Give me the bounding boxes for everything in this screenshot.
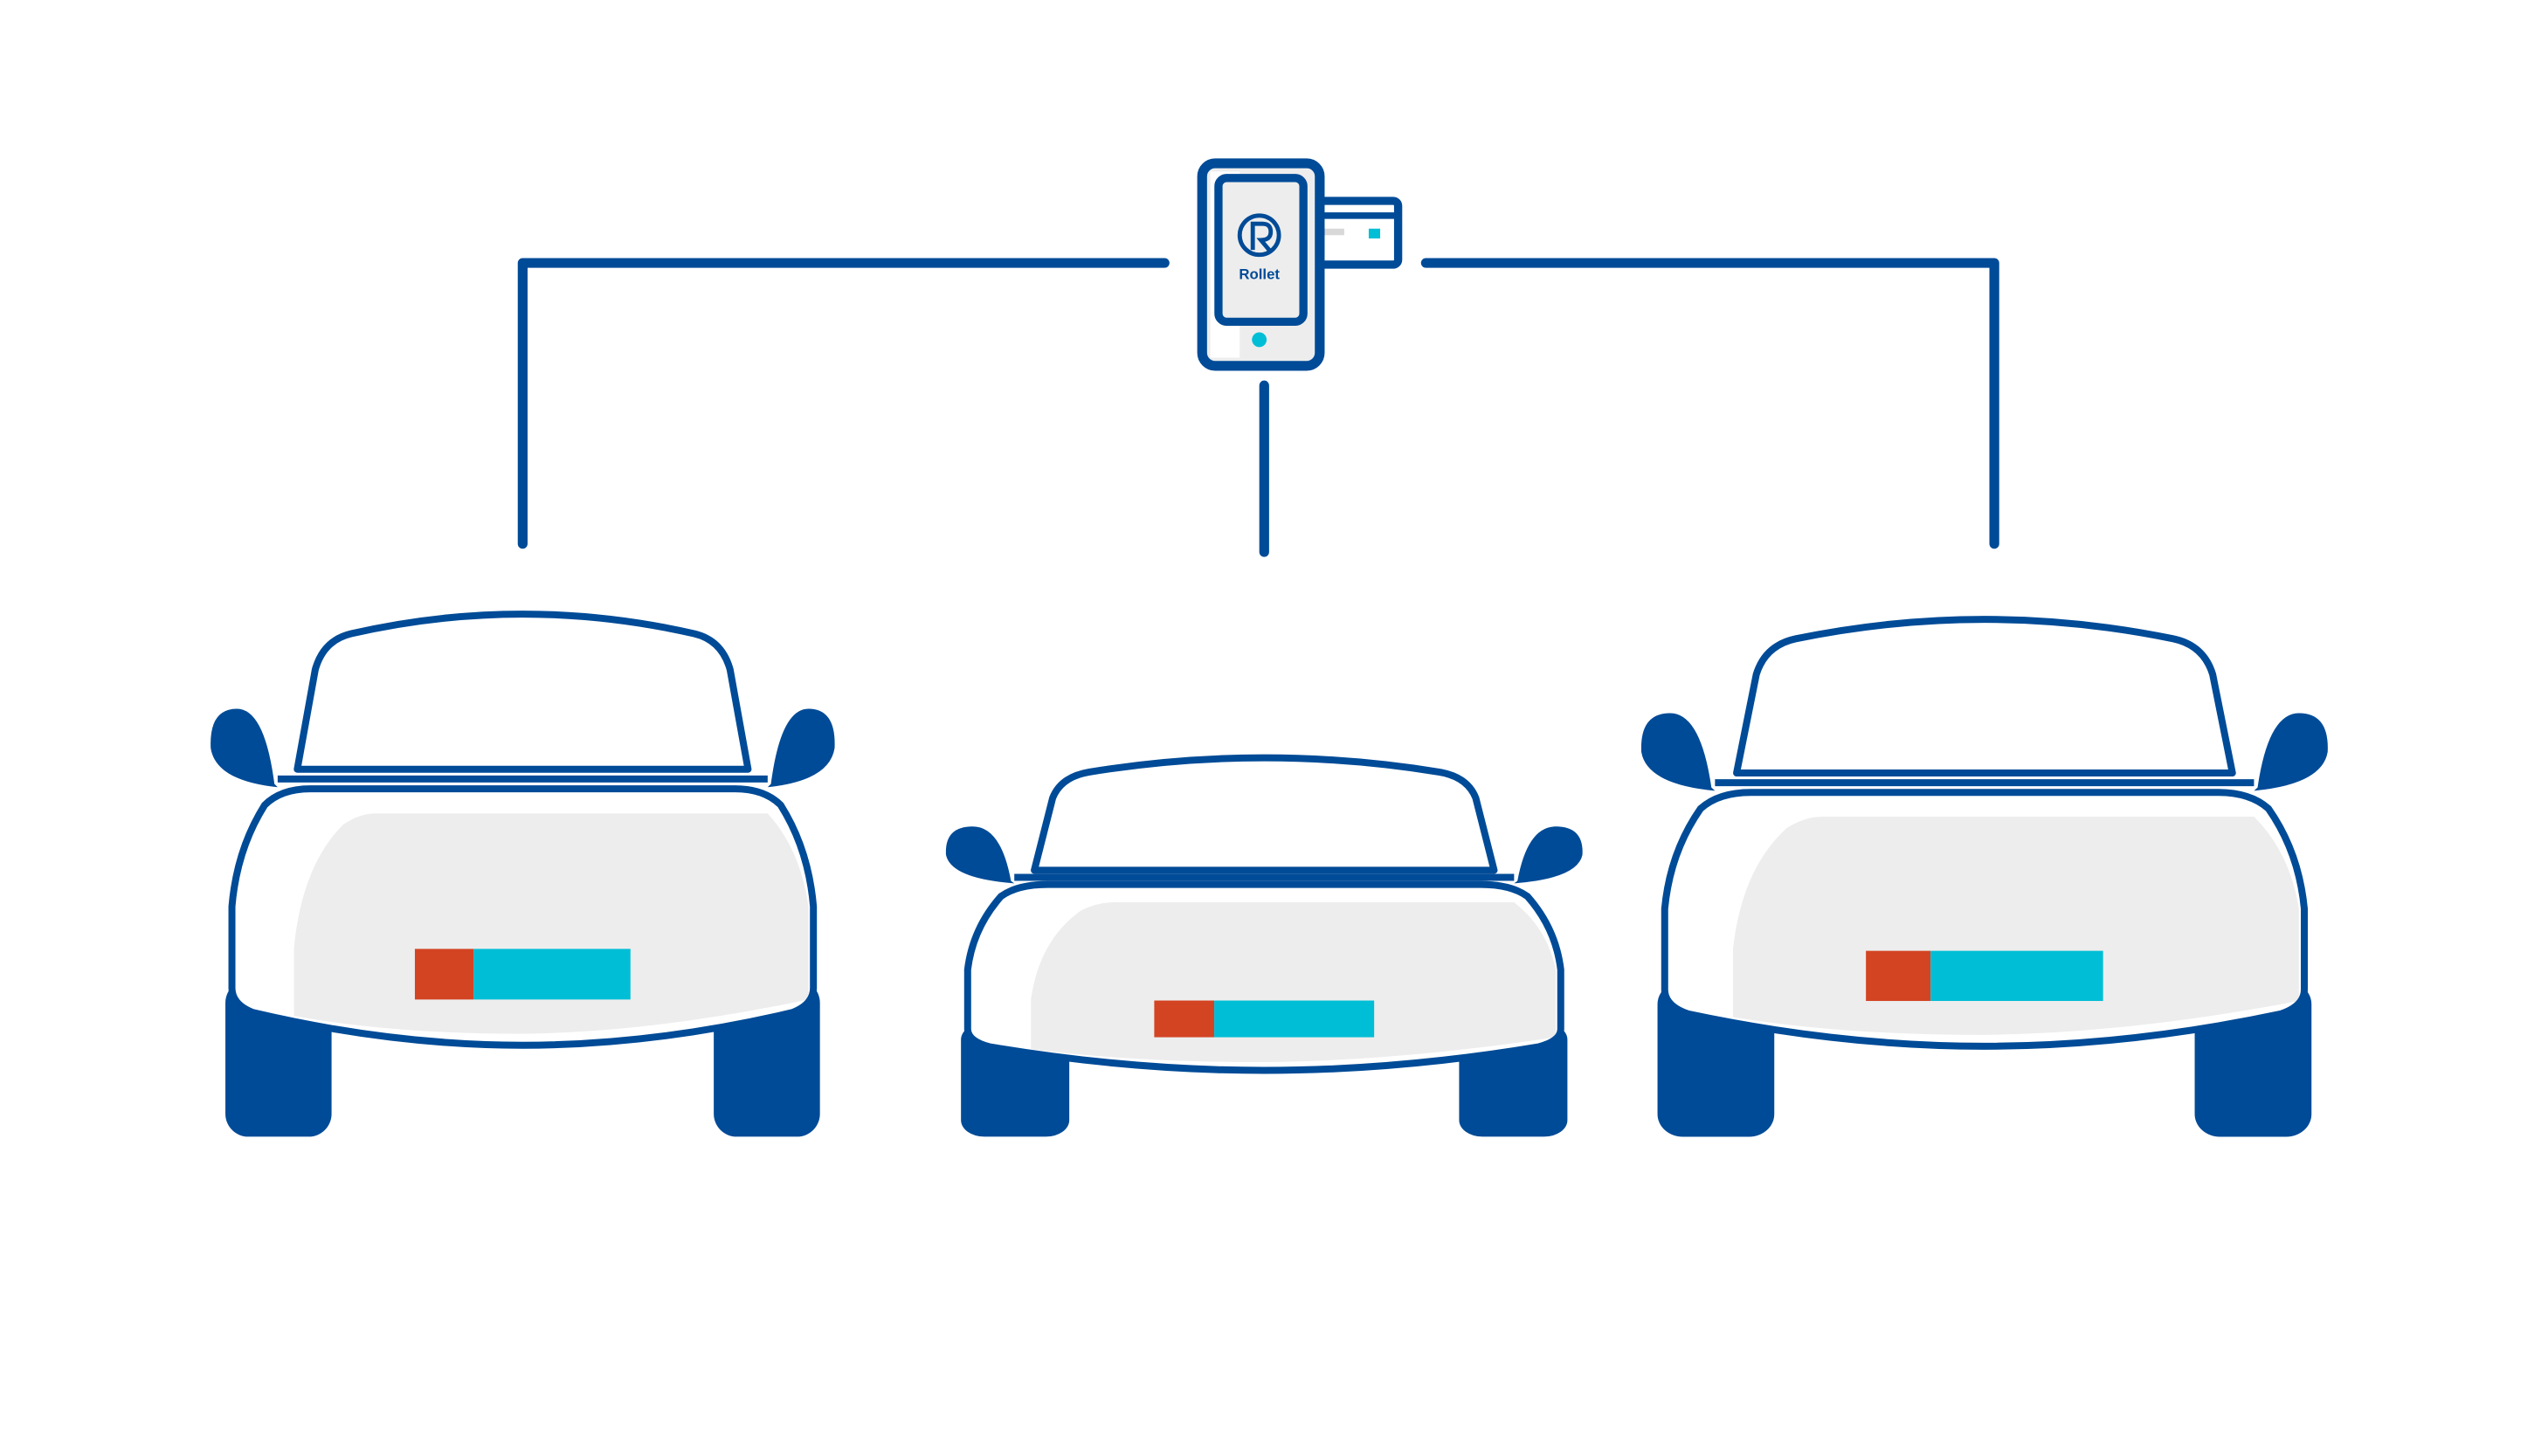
connector-right [1420, 258, 1999, 549]
rollet-logo-icon [1237, 213, 1281, 258]
car-left [211, 614, 834, 1136]
connector-lines [517, 258, 1999, 557]
car-center [946, 758, 1583, 1137]
home-button-icon [1252, 332, 1267, 348]
connector-left [517, 258, 1170, 549]
car-right [1641, 619, 2328, 1136]
phone-screen [1214, 174, 1308, 327]
payment-terminal: Rollet [1197, 158, 1403, 371]
brand-label: Rollet [1239, 266, 1280, 283]
